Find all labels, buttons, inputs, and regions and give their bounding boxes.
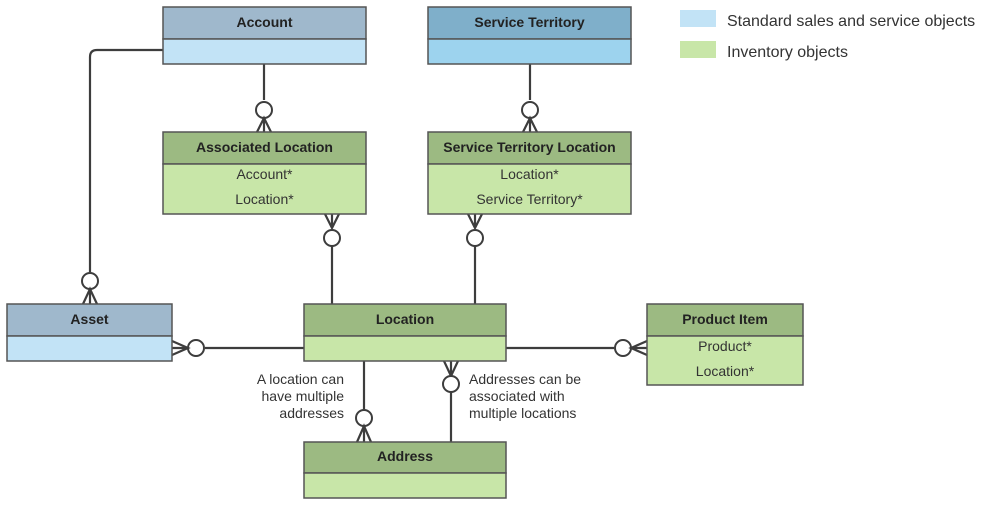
asset-entity: Asset	[6, 303, 173, 362]
service-territory-header	[427, 6, 632, 40]
asset-body	[6, 335, 173, 362]
stl-header	[427, 131, 632, 165]
legend-label-inventory: Inventory objects	[727, 44, 848, 61]
address-header	[303, 441, 507, 474]
address-title: Address	[377, 448, 433, 464]
service-territory-location-entity: Service Territory Location Location* Ser…	[427, 131, 632, 215]
legend-swatch-inventory	[680, 41, 716, 58]
account-header	[162, 6, 367, 40]
legend-swatch-standard	[680, 10, 716, 27]
product-item-body	[646, 335, 804, 386]
address-crowfoot	[355, 423, 373, 443]
associated-location-body	[162, 163, 367, 215]
stl-field-service-territory: Service Territory*	[476, 191, 583, 207]
note-location-addresses-line-1: A location can	[257, 371, 344, 387]
account-entity: Account	[162, 6, 367, 65]
product-item-crowfoot	[628, 339, 648, 357]
associated-location-entity: Associated Location Account* Location*	[162, 131, 367, 215]
note-address-locations: Addresses can be associated with multipl…	[469, 371, 581, 421]
note-location-addresses: A location can have multiple addresses	[257, 371, 344, 421]
location-entity: Location	[303, 303, 507, 362]
stl-body	[427, 163, 632, 215]
associated-location-bottom-crowfoot	[324, 213, 340, 231]
product-item-title: Product Item	[682, 311, 768, 327]
address-body	[303, 472, 507, 499]
note-address-locations-line-2: associated with	[469, 388, 565, 404]
asset-side-crowfoot	[171, 339, 191, 357]
stl-crowfoot	[522, 115, 538, 133]
service-territory-body	[427, 38, 632, 65]
note-address-locations-line-3: multiple locations	[469, 405, 576, 421]
note-location-addresses-line-3: addresses	[279, 405, 344, 421]
associated-location-location-ring	[323, 229, 341, 247]
location-header	[303, 303, 507, 337]
connectors	[81, 48, 648, 443]
product-item-field-location: Location*	[696, 363, 755, 379]
product-item-header	[646, 303, 804, 337]
location-bottom-crowfoot	[443, 360, 459, 379]
stl-bottom-crowfoot	[467, 213, 483, 231]
location-body	[303, 335, 507, 362]
stl-location-ring	[466, 229, 484, 247]
note-address-locations-line-1: Addresses can be	[469, 371, 581, 387]
asset-title: Asset	[70, 311, 108, 327]
service-territory-entity: Service Territory	[427, 6, 632, 65]
address-entity: Address	[303, 441, 507, 499]
stl-field-location: Location*	[500, 166, 559, 182]
associated-location-crowfoot	[256, 115, 272, 133]
account-body	[162, 38, 367, 65]
location-title: Location	[376, 311, 434, 327]
associated-location-field-location: Location*	[235, 191, 294, 207]
associated-location-field-account: Account*	[236, 166, 293, 182]
asset-crowfoot	[82, 286, 98, 305]
account-to-asset-line	[88, 48, 163, 272]
service-territory-title: Service Territory	[474, 14, 584, 30]
legend-label-standard: Standard sales and service objects	[727, 13, 975, 30]
product-item-field-product: Product*	[698, 338, 752, 354]
product-item-entity: Product Item Product* Location*	[646, 303, 804, 386]
associated-location-header	[162, 131, 367, 165]
stl-title: Service Territory Location	[443, 139, 615, 155]
associated-location-title: Associated Location	[196, 139, 333, 155]
note-location-addresses-line-2: have multiple	[262, 388, 345, 404]
address-location-ring	[442, 375, 460, 393]
account-title: Account	[237, 14, 293, 30]
legend: Standard sales and service objects Inven…	[680, 10, 975, 61]
